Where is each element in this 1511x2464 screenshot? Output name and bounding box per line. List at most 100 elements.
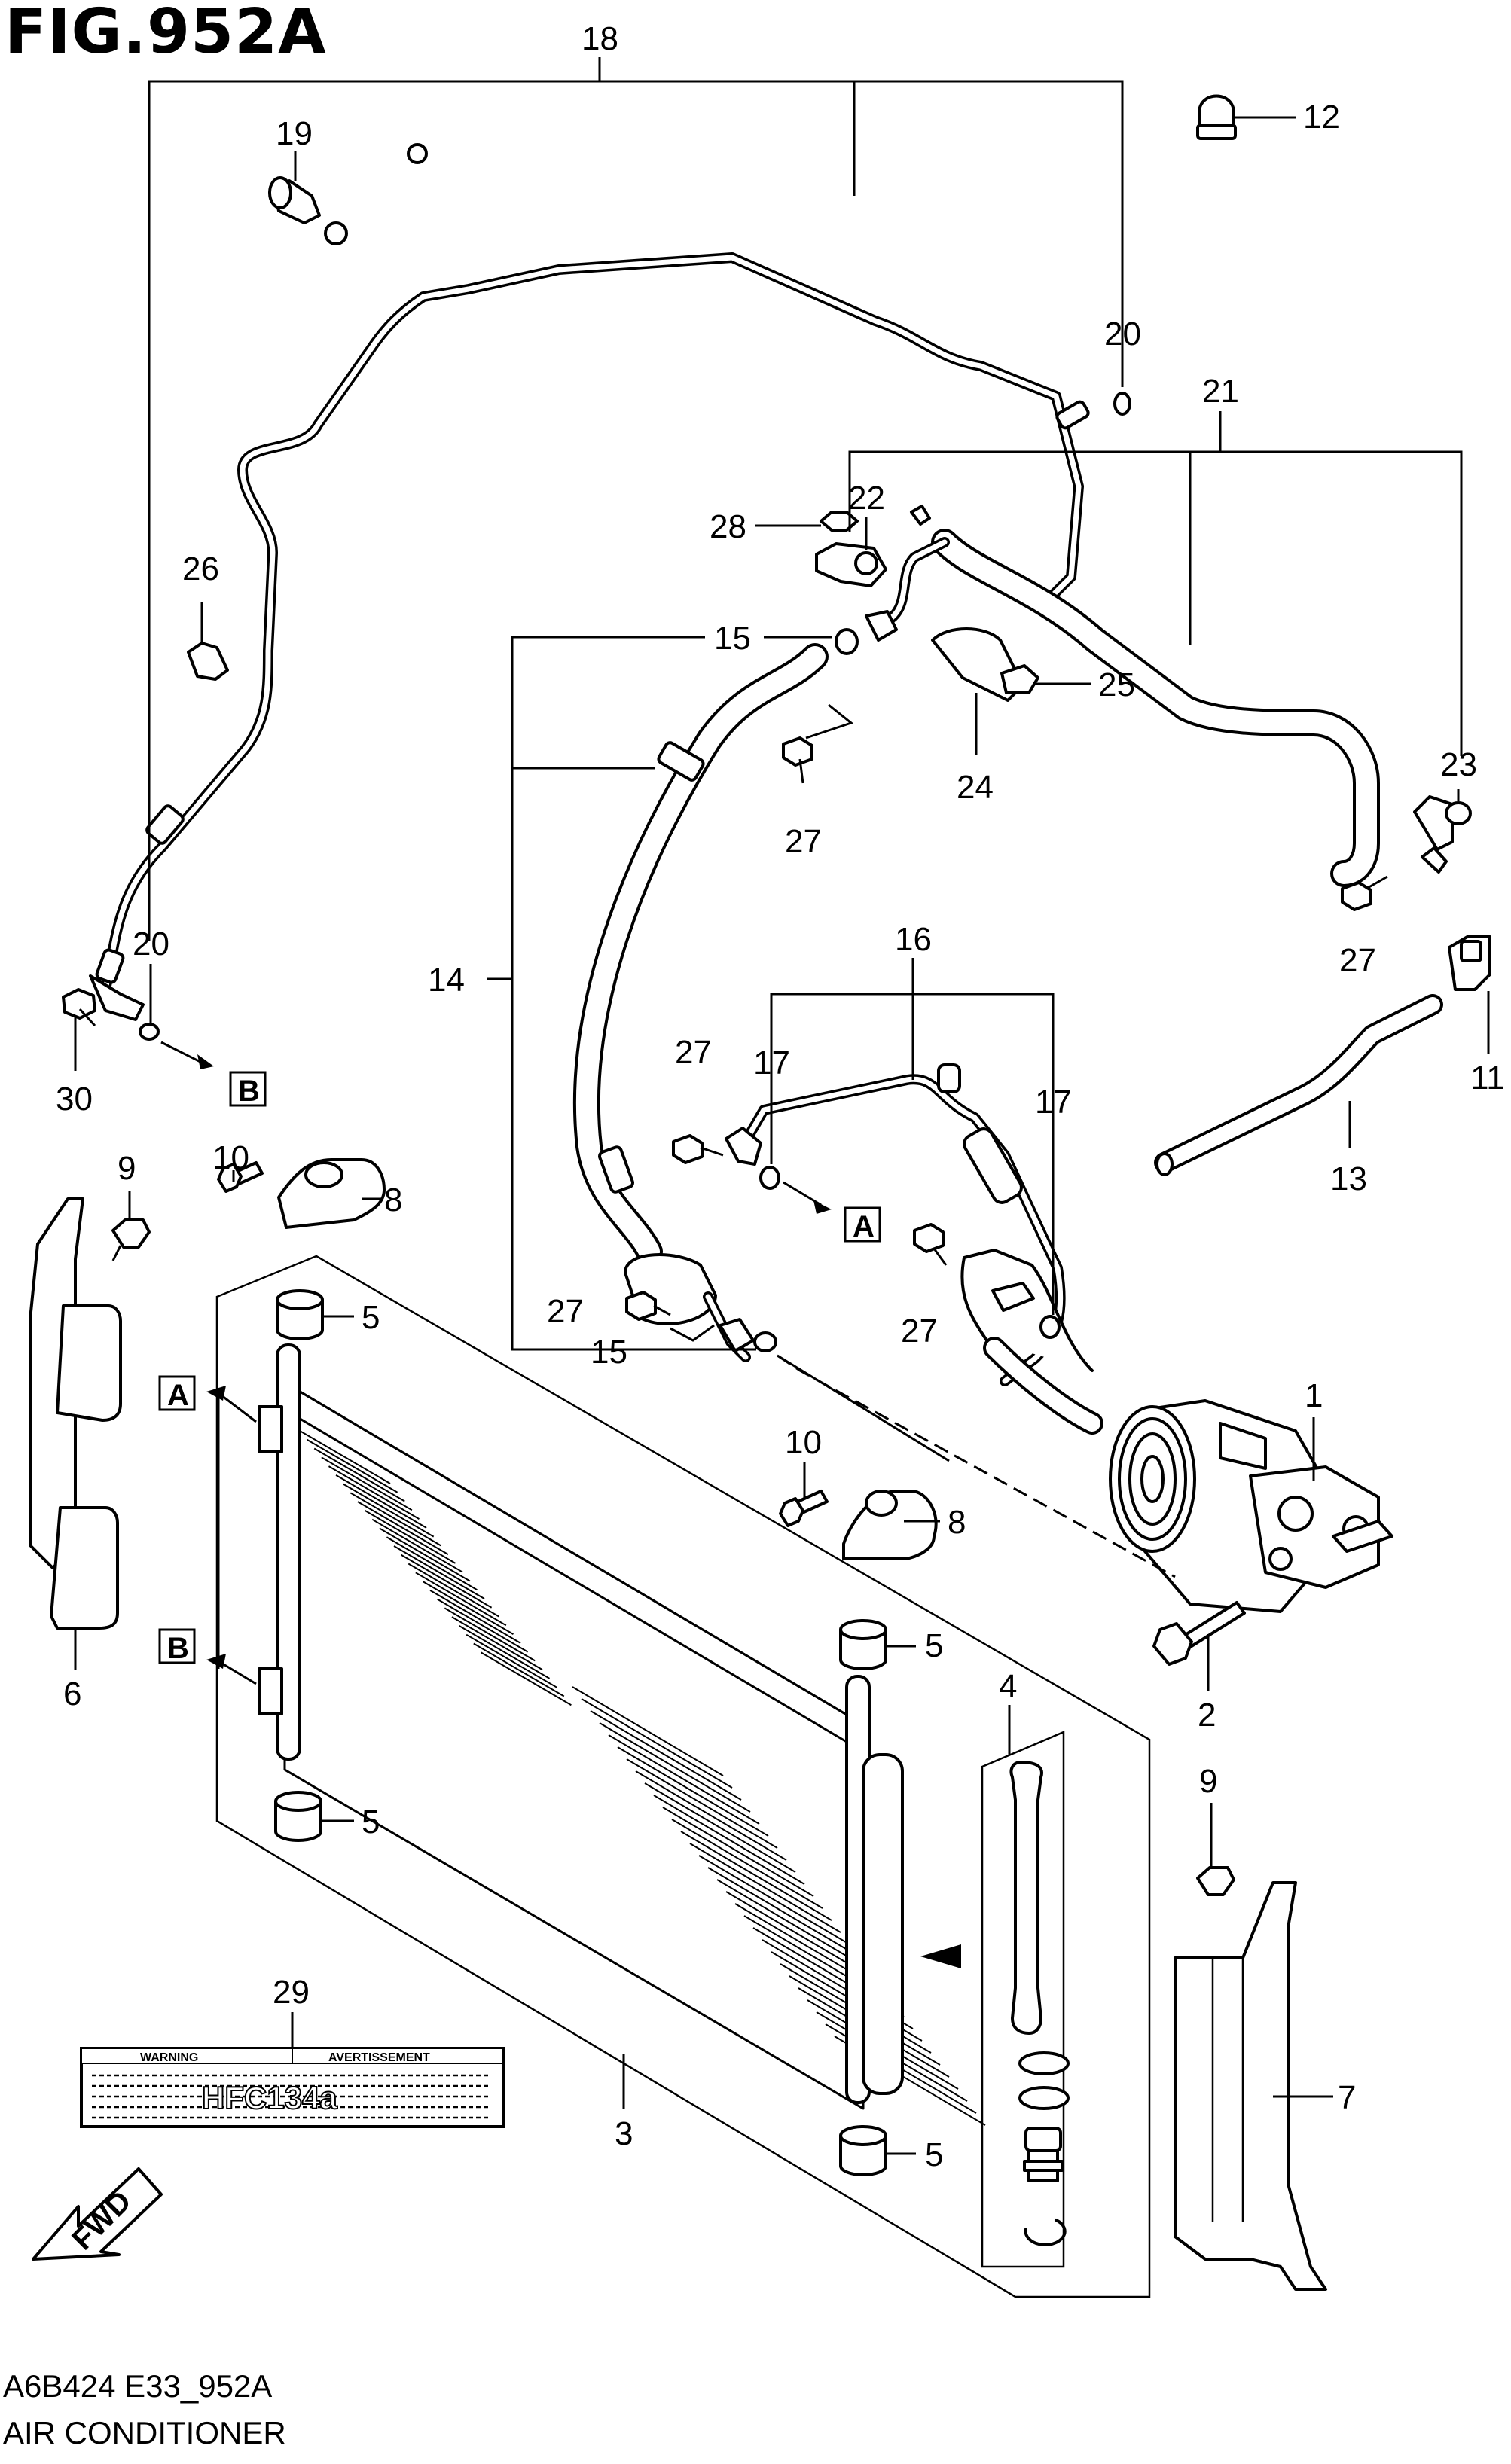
svg-text:A: A <box>853 1210 875 1243</box>
callout-20-upper: 20 <box>1104 316 1141 352</box>
leader-lines <box>74 57 1490 2155</box>
o-ring-17-right <box>1039 1315 1061 1339</box>
callout-9-lower: 9 <box>1199 1763 1217 1800</box>
callout-27-d: 27 <box>901 1313 938 1349</box>
marker-b-bottom: B <box>229 1071 267 1108</box>
o-ring-17-left <box>759 1166 780 1190</box>
callout-8-upper: 8 <box>384 1182 402 1218</box>
figure-title: FIG.952A <box>5 0 327 68</box>
callout-7: 7 <box>1338 2079 1356 2116</box>
callout-15-upper: 15 <box>714 620 751 657</box>
drain-hose <box>1154 994 1443 1176</box>
discharge-hose <box>865 505 1454 887</box>
callout-11: 11 <box>1470 1060 1505 1096</box>
callout-22: 22 <box>848 480 885 517</box>
bolt-30 <box>62 988 96 1027</box>
callout-15-lower: 15 <box>591 1334 627 1371</box>
o-ring-lower-20 <box>139 1023 160 1041</box>
marker-a-mid: A <box>844 1206 881 1243</box>
sensor-11 <box>1448 935 1491 991</box>
air-guide-6 <box>29 1197 122 1630</box>
callout-13: 13 <box>1330 1160 1367 1197</box>
callout-17-right: 17 <box>1035 1084 1072 1121</box>
o-ring-15-lower <box>753 1331 777 1352</box>
warning-label-warning: WARNING <box>140 2051 198 2064</box>
marker-b-left: B <box>158 1628 196 1665</box>
clip-9-upper <box>111 1218 151 1261</box>
callout-5-d: 5 <box>925 2136 943 2173</box>
svg-text:A: A <box>167 1379 189 1412</box>
warning-label: WARNING AVERTISSEMENT HFC134a <box>80 2047 505 2128</box>
callout-23: 23 <box>1440 746 1477 783</box>
callout-12: 12 <box>1303 99 1340 136</box>
bracket-8-upper <box>277 1158 386 1229</box>
marker-a-left: A <box>158 1375 196 1412</box>
callout-8-lower: 8 <box>948 1504 966 1541</box>
callout-2: 2 <box>1198 1697 1216 1734</box>
low-pressure-pipe <box>89 143 1090 1021</box>
callout-30: 30 <box>56 1081 93 1118</box>
callout-1: 1 <box>1305 1377 1323 1414</box>
bolt-10-lower <box>779 1490 829 1527</box>
forward-direction-arrow: FWD <box>32 2167 163 2261</box>
o-ring-15-upper <box>835 628 859 655</box>
callout-21: 21 <box>1202 373 1239 410</box>
callout-10-lower: 10 <box>785 1424 822 1461</box>
clamp-22 <box>815 542 887 587</box>
receiver-dryer-kit <box>981 1731 1070 2268</box>
callout-3: 3 <box>615 2115 633 2152</box>
svg-text:B: B <box>238 1075 260 1108</box>
bracket-8-lower <box>842 1490 938 1560</box>
section-name: AIR CONDITIONER <box>3 2415 286 2450</box>
bolt-27-d <box>913 1223 948 1266</box>
clip-26 <box>187 642 229 681</box>
callout-27-e: 27 <box>547 1293 584 1330</box>
callout-27-c: 27 <box>675 1034 712 1071</box>
callout-29: 29 <box>273 1974 310 2011</box>
compressor <box>1109 1399 1393 1613</box>
bolt-27-c <box>672 1134 724 1164</box>
bolt-27-b <box>1341 875 1388 911</box>
callout-4: 4 <box>999 1668 1017 1705</box>
warning-label-avertissement: AVERTISSEMENT <box>328 2051 430 2064</box>
bushing-upper-right <box>839 1619 887 1670</box>
callout-14: 14 <box>428 962 465 999</box>
suction-hose <box>572 643 829 1362</box>
air-guide-7 <box>1174 1881 1327 2291</box>
o-ring-upper-20 <box>1113 392 1131 416</box>
callout-16: 16 <box>895 921 932 958</box>
callout-27-a: 27 <box>785 823 822 860</box>
callout-5-c: 5 <box>362 1804 380 1840</box>
liquid-pipe <box>725 1063 1103 1435</box>
clip-9-lower <box>1196 1866 1235 1896</box>
callout-19: 19 <box>276 115 313 152</box>
callout-10-upper: 10 <box>212 1139 249 1176</box>
callout-26: 26 <box>182 550 219 587</box>
pressure-switch <box>268 176 321 224</box>
callout-20-lower: 20 <box>133 926 169 962</box>
compressor-bolt <box>1152 1601 1246 1666</box>
callout-9-upper: 9 <box>118 1150 136 1187</box>
bushing-lower-right <box>839 2125 887 2176</box>
bolt-27-e <box>625 1291 671 1321</box>
warning-label-refrigerant: HFC134a <box>202 2080 337 2115</box>
bolt-27-a <box>782 736 813 784</box>
nut-28 <box>820 511 859 532</box>
condenser <box>215 1255 1151 2298</box>
svg-text:B: B <box>167 1632 189 1665</box>
callout-28: 28 <box>710 508 746 545</box>
o-ring-23 <box>1445 801 1472 825</box>
callout-6: 6 <box>63 1676 81 1712</box>
bushing-upper-left <box>276 1289 324 1340</box>
callout-5-a: 5 <box>362 1299 380 1336</box>
clip-25 <box>1000 664 1039 694</box>
callout-5-b: 5 <box>925 1627 943 1664</box>
diagram-code: A6B424 E33_952A <box>3 2368 273 2404</box>
callout-numbers: 18 19 12 20 21 22 28 26 15 25 24 23 27 2… <box>56 20 1505 2173</box>
callout-17-left: 17 <box>753 1044 790 1081</box>
bushing-lower-left <box>274 1791 322 1842</box>
callout-27-b: 27 <box>1339 942 1376 979</box>
callout-18: 18 <box>582 20 618 57</box>
cap-12 <box>1196 94 1237 140</box>
